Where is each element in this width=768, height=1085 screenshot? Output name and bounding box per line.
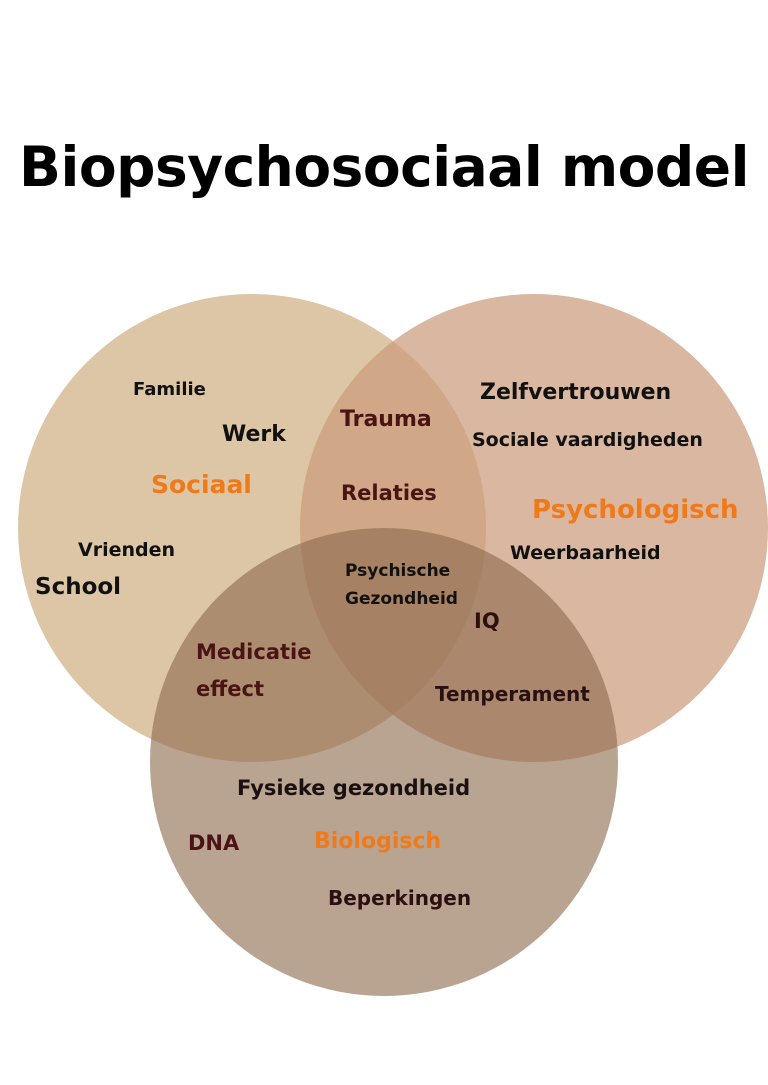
item-zelfvertrouwen: Zelfvertrouwen: [480, 380, 671, 405]
overlap-relaties: Relaties: [341, 481, 437, 505]
overlap-gezondheid: Gezondheid: [345, 589, 458, 609]
item-dna: DNA: [188, 831, 240, 855]
page-title: Biopsychosociaal model: [19, 135, 749, 199]
overlap-trauma: Trauma: [340, 407, 432, 432]
item-werk: Werk: [222, 422, 287, 447]
overlap-medicatie: Medicatie: [196, 640, 311, 664]
overlap-effect: effect: [196, 677, 264, 701]
category-label-sociaal: Sociaal: [151, 470, 252, 499]
category-label-biologisch: Biologisch: [314, 829, 441, 854]
biologisch-circle: [150, 528, 618, 996]
overlap-temperament: Temperament: [435, 682, 590, 706]
item-beperkingen: Beperkingen: [328, 886, 471, 910]
item-weerbaarheid: Weerbaarheid: [510, 542, 661, 564]
overlap-psychische: Psychische: [345, 561, 450, 581]
item-vrienden: Vrienden: [78, 539, 175, 561]
category-label-psychologisch: Psychologisch: [532, 495, 739, 525]
item-school: School: [35, 574, 121, 600]
overlap-iq: IQ: [474, 609, 500, 633]
item-fysieke-gezondheid: Fysieke gezondheid: [237, 776, 470, 800]
item-sociale-vaardigheden: Sociale vaardigheden: [472, 429, 703, 451]
item-familie: Familie: [133, 379, 206, 400]
